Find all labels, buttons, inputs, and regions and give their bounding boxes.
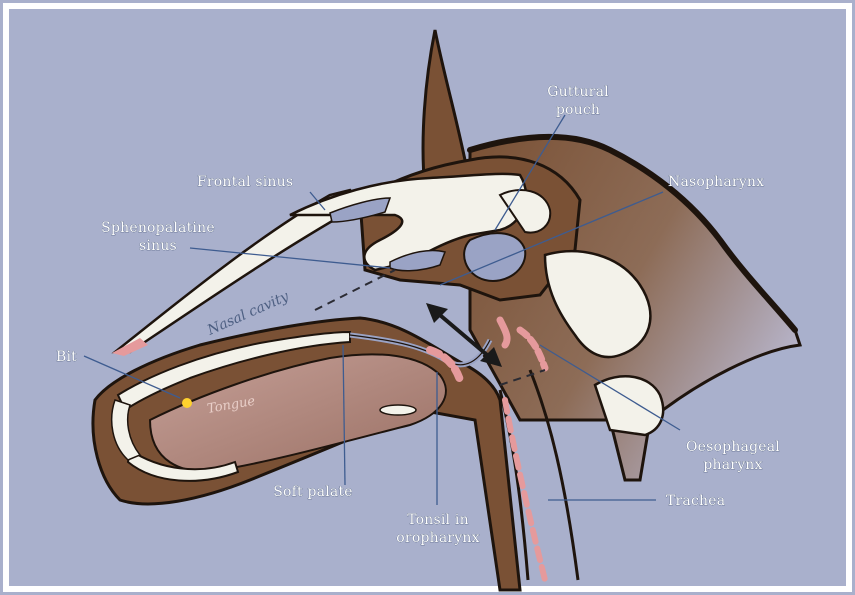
label-tonsil: Tonsil in — [407, 512, 469, 528]
label-bit: Bit — [56, 349, 77, 365]
label-tonsil-2: oropharynx — [396, 530, 479, 546]
label-guttural-pouch: Guttural — [547, 84, 609, 100]
bit-icon — [182, 398, 192, 408]
label-sphenopalatine: Sphenopalatine — [101, 220, 215, 236]
hyoid-bone — [380, 405, 416, 415]
label-soft-palate: Soft palate — [273, 484, 353, 500]
label-frontal-sinus: Frontal sinus — [197, 174, 293, 190]
label-oesophageal: Oesophageal — [686, 439, 780, 455]
label-trachea: Trachea — [666, 493, 725, 509]
label-sphenopalatine-2: sinus — [139, 238, 177, 254]
label-nasopharynx: Nasopharynx — [668, 174, 764, 190]
label-guttural-pouch-2: pouch — [556, 102, 600, 118]
label-oesophageal-2: pharynx — [703, 457, 762, 473]
